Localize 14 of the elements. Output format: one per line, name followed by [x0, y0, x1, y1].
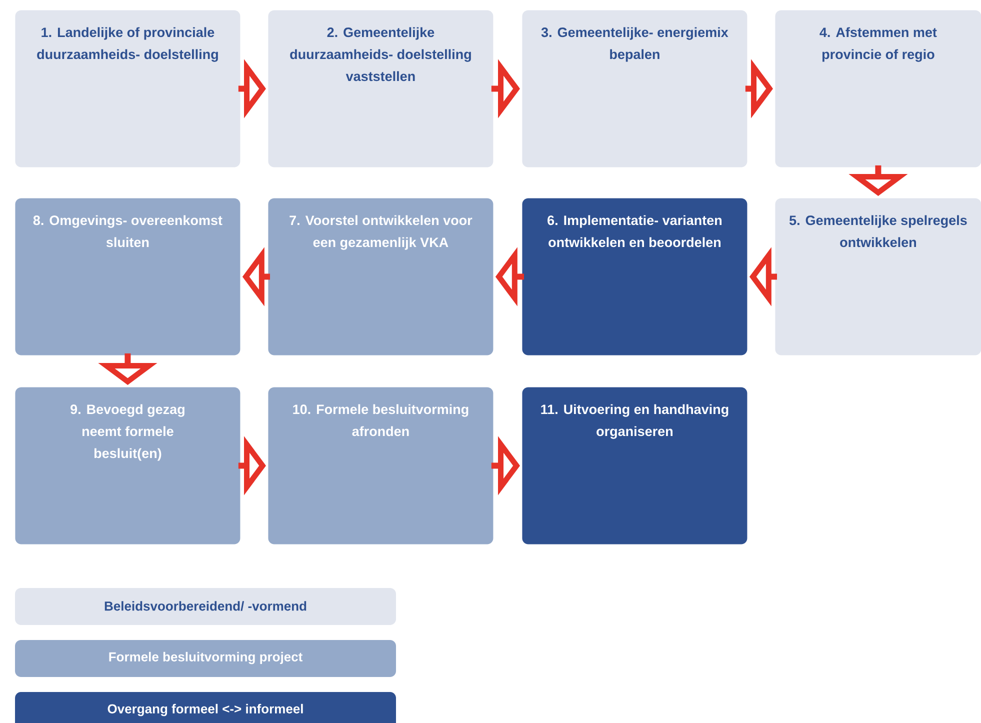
process-box: 5. Gemeentelijke spelregels ontwikkelen	[775, 198, 981, 356]
process-box: 9. Bevoegd gezag neemt formele besluit(en)	[15, 387, 240, 544]
process-box: 10. Formele besluitvorming afronden	[268, 387, 494, 544]
legend-item: Beleidsvoorbereidend/ -vormend	[15, 588, 396, 625]
process-box: 3. Gemeentelijke- energiemix bepalen	[522, 10, 748, 168]
process-box: 1. Landelijke of provinciale duurzaamheids- doelstelling	[15, 10, 240, 168]
process-box: 7. Voorstel ontwikkelen voor een gezamenlijk VKA	[268, 198, 494, 356]
legend-item: Overgang formeel <-> informeel	[15, 692, 396, 723]
process-box: 4. Afstemmen met provincie of regio	[775, 10, 981, 168]
process-box: 2. Gemeentelijke duurzaamheids- doelstelling vaststellen	[268, 10, 494, 168]
legend-item: Formele besluitvorming project	[15, 640, 396, 677]
process-box: 11. Uitvoering en handhaving organiseren	[522, 387, 748, 544]
process-box: 6. Implementatie- varianten ontwikkelen en beoordelen	[522, 198, 748, 356]
process-box: 8. Omgevings- overeenkomst sluiten	[15, 198, 240, 356]
